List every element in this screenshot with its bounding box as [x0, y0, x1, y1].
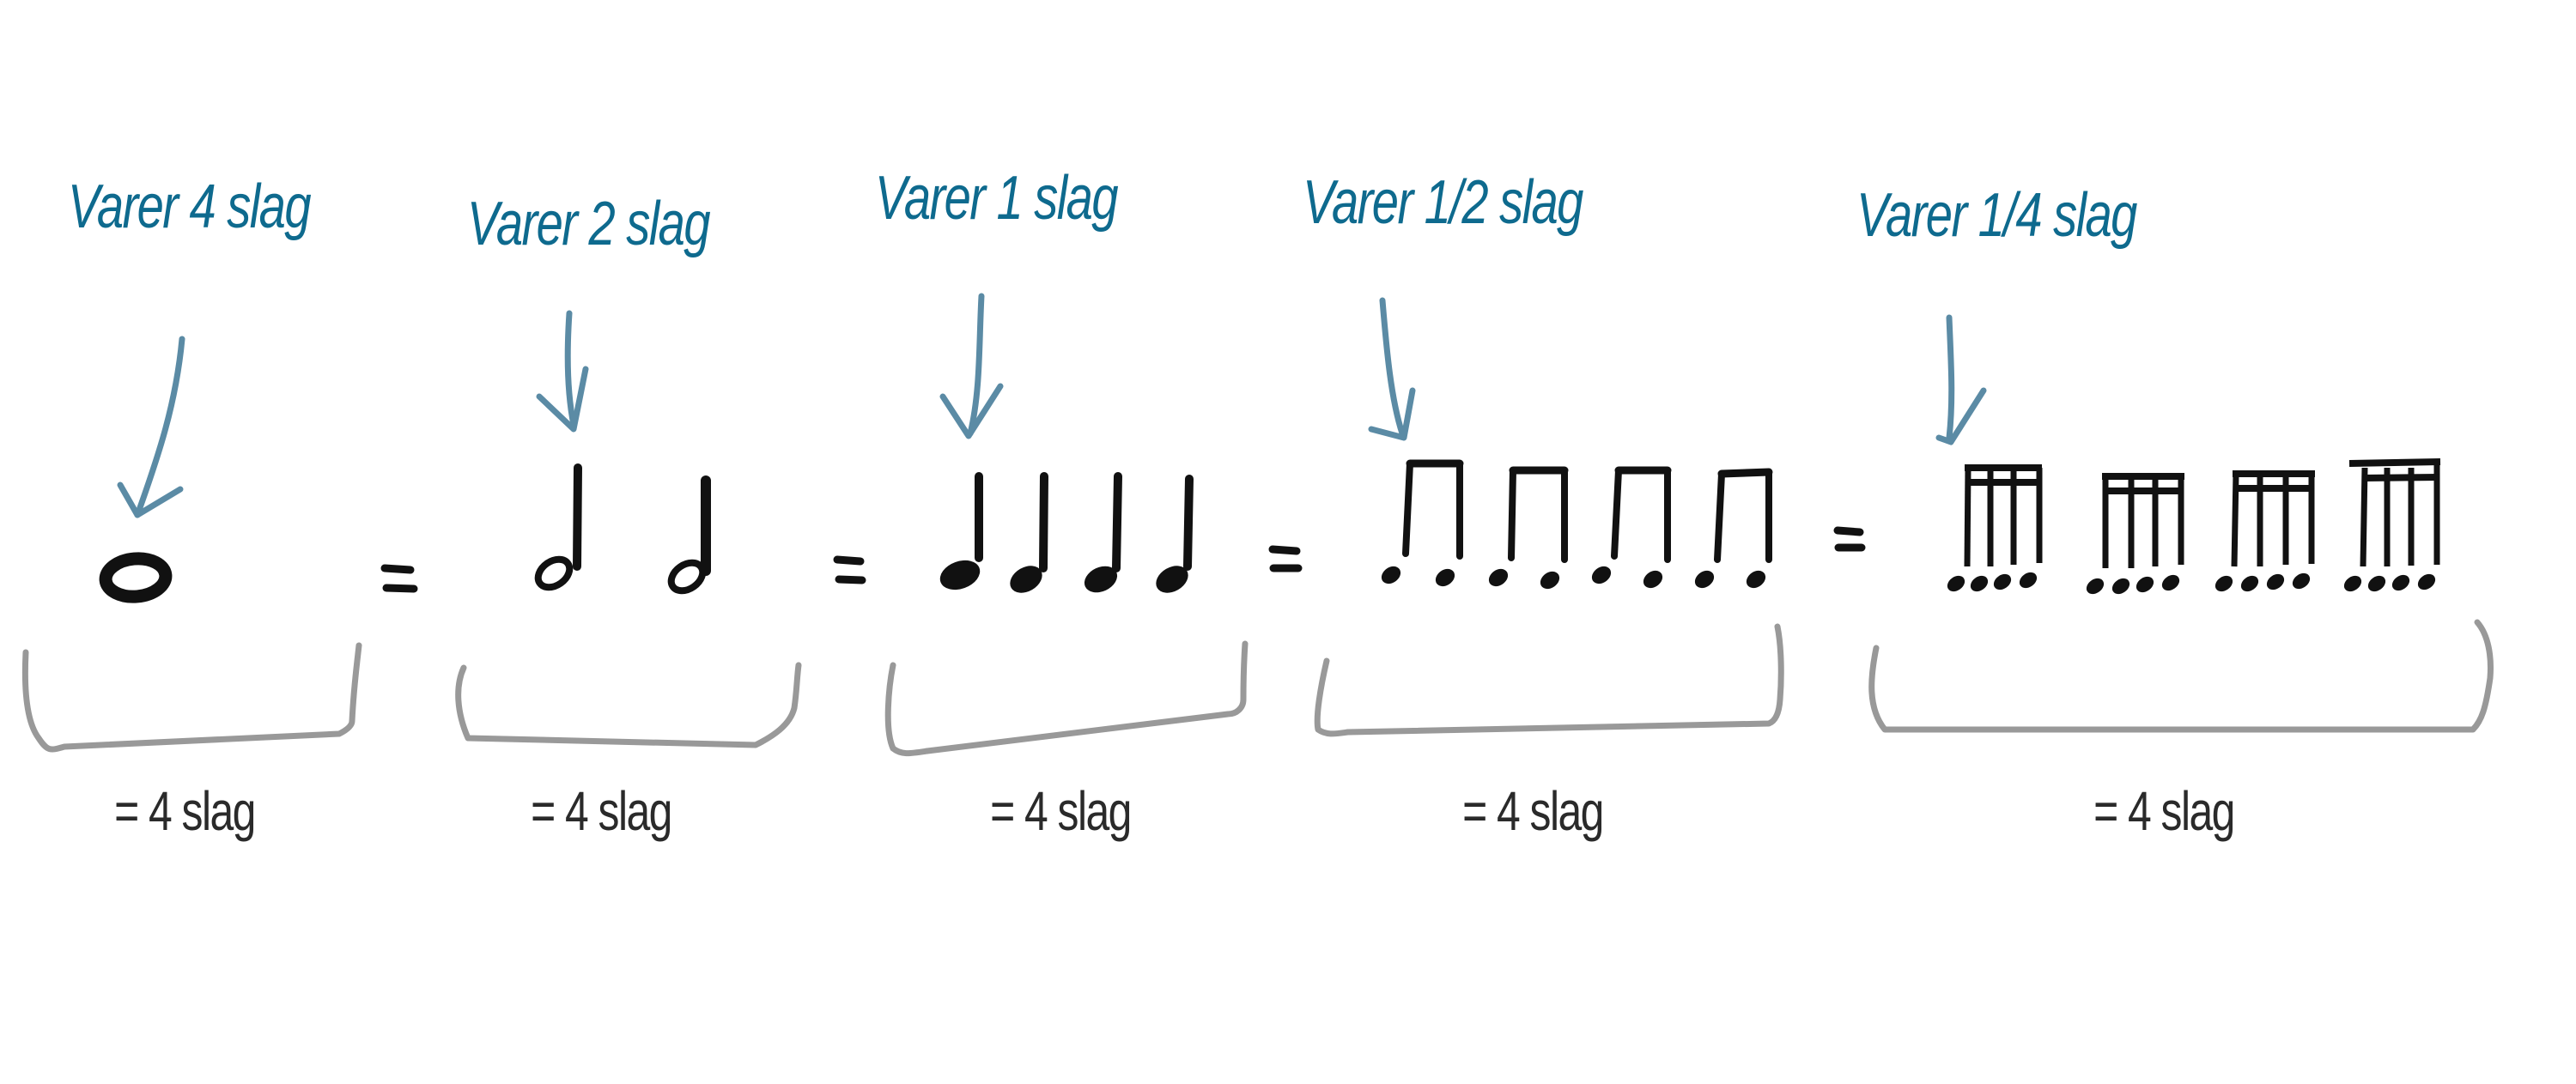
- arrow-quarter: [939, 293, 1004, 439]
- bracket-sixteenth: [1868, 619, 2494, 733]
- eighth-note-pair: [1694, 468, 1773, 589]
- eighth-note-pair: [1591, 466, 1672, 589]
- equals-sign: [1268, 545, 1303, 572]
- eighth-note-pair: [1381, 459, 1464, 587]
- bracket-eighth: [1314, 623, 1784, 737]
- equals-sign: [833, 555, 866, 584]
- duration-label-quarter: Varer 1 slag: [875, 164, 1119, 233]
- total-label-eighth: = 4 slag: [1462, 780, 1604, 842]
- quarter-note: [1010, 472, 1048, 593]
- duration-label-half: Varer 2 slag: [467, 190, 711, 258]
- duration-label-sixteenth: Varer 1/4 slag: [1856, 181, 2137, 250]
- half-note: [534, 463, 582, 591]
- sixteenth-note-group: [2215, 470, 2315, 592]
- sixteenth-note-group: [1947, 464, 2043, 592]
- bracket-whole: [21, 642, 362, 753]
- duration-label-eighth: Varer 1/2 slag: [1303, 168, 1583, 237]
- quarter-note: [1084, 472, 1122, 593]
- sixteenth-note-group: [2086, 473, 2184, 595]
- arrow-sixteenth: [1935, 314, 1987, 445]
- eighth-note-pair: [1488, 466, 1569, 590]
- total-label-half: = 4 slag: [531, 780, 672, 842]
- duration-label-whole: Varer 4 slag: [68, 173, 312, 241]
- arrow-half: [536, 310, 589, 433]
- total-label-sixteenth: = 4 slag: [2093, 780, 2235, 842]
- whole-note: [99, 552, 173, 603]
- quarter-note: [1156, 475, 1194, 593]
- bracket-quarter: [884, 640, 1249, 757]
- half-note: [667, 475, 711, 595]
- bracket-half: [455, 662, 802, 748]
- quarter-note: [939, 472, 983, 590]
- equals-sign: [380, 564, 418, 593]
- total-label-quarter: = 4 slag: [990, 780, 1132, 842]
- total-label-whole: = 4 slag: [114, 780, 256, 842]
- sixteenth-note-group: [2343, 458, 2441, 592]
- arrow-eighth: [1368, 297, 1416, 441]
- equals-sign: [1833, 526, 1866, 552]
- arrow-whole: [117, 336, 185, 518]
